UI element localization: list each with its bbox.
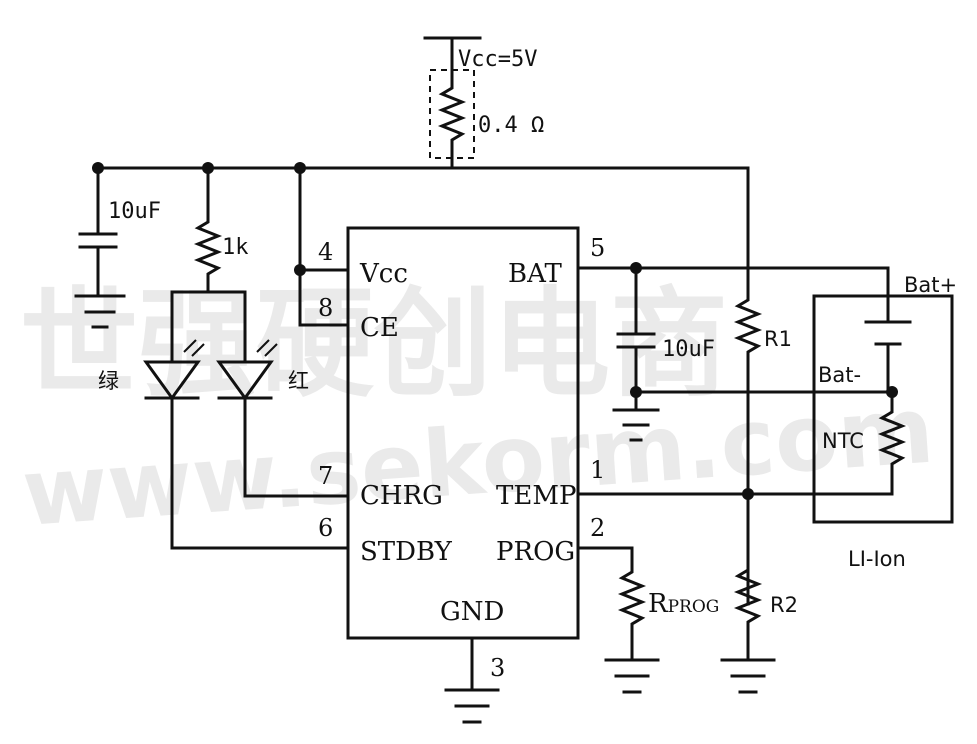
led-green-label: 绿: [98, 369, 119, 393]
light-arrow-icon: [183, 339, 197, 353]
ce-wire: [298, 166, 350, 327]
led-resistor: [193, 166, 223, 294]
pin-name-bat: BAT: [508, 259, 562, 289]
pin-number-chrg: 7: [318, 462, 333, 490]
bat-wire: [576, 266, 890, 322]
rprog-resistor: [576, 546, 647, 662]
ntc-label: NTC: [822, 429, 864, 453]
sense-resistor-label: 0.4 Ω: [478, 113, 544, 138]
pin-name-stdby: STDBY: [360, 537, 453, 567]
light-arrow-icon: [256, 339, 270, 353]
pin-number-gnd: 3: [490, 654, 505, 682]
pin-number-bat: 5: [590, 234, 605, 262]
led-resistor-label: 1k: [222, 235, 249, 260]
pin-number-stdby: 6: [318, 514, 333, 542]
led-green-diode: [143, 360, 201, 401]
pin-number-temp: 1: [590, 456, 605, 484]
pin-name-gnd: GND: [440, 597, 504, 627]
bat-minus-label: Bat-: [818, 363, 861, 387]
cap-in-label: 10uF: [108, 199, 161, 224]
bat-plus-label: Bat+: [904, 273, 957, 297]
battery-pack-label: LI-Ion: [848, 547, 906, 571]
chrg-wire: [243, 396, 350, 498]
light-arrow-icon: [264, 343, 278, 357]
ntc-thermistor: [877, 390, 907, 496]
pin-number-ce: 8: [318, 294, 333, 322]
sense-resistor: [437, 78, 467, 170]
pin-name-prog: PROG: [496, 537, 575, 567]
r1-resistor: [733, 166, 763, 606]
led-red-label: 红: [288, 369, 309, 393]
watermark-cn: 世强硬创电商: [20, 275, 728, 413]
battery-pack-outline: [812, 294, 954, 524]
cap-out-label: 10uF: [662, 337, 715, 362]
pin-number-prog: 2: [590, 514, 605, 542]
led-red-diode: [216, 360, 274, 401]
r1-label: R1: [764, 327, 792, 351]
pin-name-temp: TEMP: [496, 481, 576, 511]
charger-ic: [346, 226, 580, 640]
rprog-label: RPROG: [648, 589, 719, 619]
junction-dot: [742, 488, 754, 500]
stdby-wire: [170, 396, 350, 550]
pin-name-ce: CE: [360, 313, 399, 343]
r2-resistor: [733, 558, 763, 662]
pin-number-vcc: 4: [318, 238, 333, 266]
light-arrow-icon: [191, 343, 205, 357]
pin-name-chrg: CHRG: [360, 481, 443, 511]
r2-label: R2: [770, 593, 798, 617]
junction-dot: [294, 264, 306, 276]
pin-name-vcc: Vcc: [359, 259, 408, 289]
vcc-label: Vcc=5V: [458, 47, 537, 72]
